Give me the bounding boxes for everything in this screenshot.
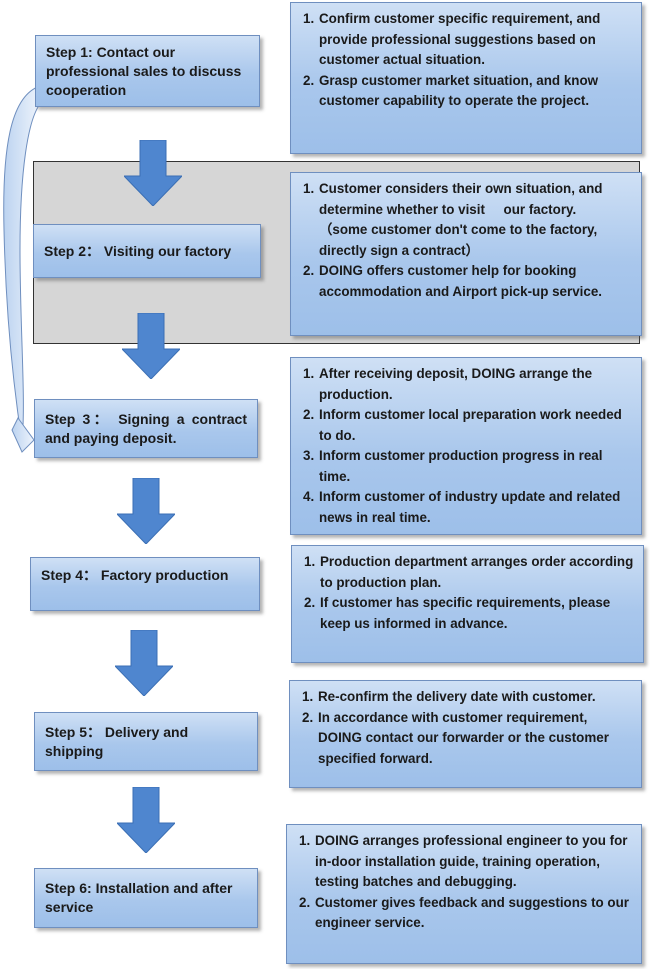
step-3-label: Step 3： Signing a contract and paying de… (45, 410, 247, 446)
list-item: 1.Confirm customer specific requirement,… (303, 11, 601, 67)
list-item: 2.Inform customer local preparation work… (303, 407, 622, 443)
step-3-detail-list: 1.After receiving deposit, DOING arrange… (303, 364, 633, 528)
list-item: 3.Inform customer production progress in… (303, 448, 603, 484)
list-item: 2.DOING offers customer help for booking… (303, 263, 603, 299)
down-arrow-icon (122, 313, 180, 379)
step-5-label: Step 5： Delivery and shipping (45, 723, 189, 759)
step-1-details: 1.Confirm customer specific requirement,… (290, 2, 642, 154)
list-item: 4.Inform customer of industry update and… (303, 489, 621, 525)
list-item: 1.Production department arranges order a… (304, 554, 634, 590)
list-item: 2.If customer has specific requirements,… (304, 595, 611, 631)
step-1-label: Step 1: Contact our professional sales t… (46, 43, 242, 98)
list-item: 1.After receiving deposit, DOING arrange… (303, 366, 593, 402)
step-6-label: Step 6: Installation and after service (45, 880, 233, 915)
list-item: 1.DOING arranges professional engineer t… (299, 833, 628, 889)
list-item: 2.Grasp customer market situation, and k… (303, 72, 599, 109)
step-1-detail-list: 1.Confirm customer specific requirement,… (303, 9, 633, 112)
list-item: 2.In accordance with customer requiremen… (302, 709, 609, 766)
step-6-detail-list: 1.DOING arranges professional engineer t… (299, 831, 633, 934)
step-2-details: 1.Customer considers their own situation… (290, 172, 642, 336)
curved-return-arrow-icon (3, 85, 41, 453)
step-2-detail-list: 1.Customer considers their own situation… (303, 179, 633, 302)
step-4-detail-list: 1.Production department arranges order a… (304, 552, 635, 634)
step-5-box: Step 5： Delivery and shipping (34, 712, 258, 771)
step-1-box: Step 1: Contact our professional sales t… (35, 35, 260, 107)
step-3-box: Step 3： Signing a contract and paying de… (34, 399, 258, 458)
down-arrow-icon (117, 787, 175, 853)
step-4-label: Step 4： Factory production (41, 567, 229, 583)
step-5-details: 1.Re-confirm the delivery date with cust… (289, 680, 642, 788)
step-2-label: Step 2： Visiting our factory (44, 242, 232, 259)
step-2-box: Step 2： Visiting our factory (33, 224, 261, 278)
list-item: 1.Re-confirm the delivery date with cust… (302, 689, 596, 704)
step-4-details: 1.Production department arranges order a… (291, 545, 644, 663)
step-4-box: Step 4： Factory production (30, 557, 260, 611)
down-arrow-icon (117, 478, 175, 544)
list-item: 2.Customer gives feedback and suggestion… (299, 894, 629, 931)
list-item: 1.Customer considers their own situation… (303, 181, 603, 258)
step-5-detail-list: 1.Re-confirm the delivery date with cust… (302, 687, 633, 769)
down-arrow-icon (124, 140, 182, 206)
step-6-details: 1.DOING arranges professional engineer t… (286, 824, 642, 964)
step-3-details: 1.After receiving deposit, DOING arrange… (290, 357, 642, 535)
down-arrow-icon (115, 630, 173, 696)
step-6-box: Step 6: Installation and after service (34, 868, 258, 928)
